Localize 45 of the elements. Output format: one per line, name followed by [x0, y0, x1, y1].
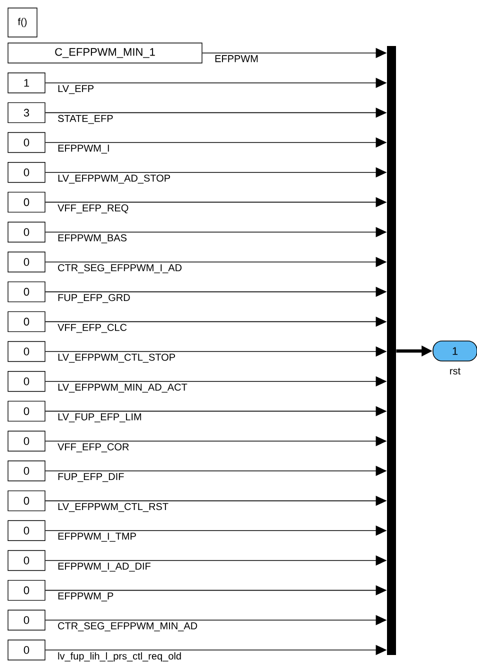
constant-block: 1 — [8, 72, 46, 94]
constant-block: 0 — [8, 550, 46, 571]
edge-label: VFF_EFP_CLC — [58, 324, 127, 333]
edge-label: VFF_EFP_REQ — [58, 204, 128, 214]
constant-block: 0 — [8, 460, 46, 482]
edge-label: lv_fup_lih_l_prs_ctl_req_old — [58, 652, 181, 662]
constant-block: 0 — [8, 640, 46, 660]
edge-label: LV_EFPPWM_CTL_STOP — [58, 354, 176, 363]
constant-block: 0 — [8, 311, 46, 332]
edge-label: LV_EFPPWM_CTL_RST — [58, 503, 168, 512]
constant-block: 0 — [8, 430, 46, 452]
constant-block: 0 — [8, 580, 46, 601]
constant-block: 0 — [8, 610, 46, 630]
edge-label: STATE_EFP — [58, 114, 113, 124]
edge-label: EFPPWM_P — [58, 592, 114, 602]
edge-label: CTR_SEG_EFPPWM_I_AD — [58, 264, 182, 274]
edge-label: LV_EFPPWM_MIN_AD_ACT — [58, 384, 188, 393]
constant-block: C_EFPPWM_MIN_1 — [8, 42, 202, 64]
edge-label: VFF_EFP_COR — [58, 443, 129, 452]
edge-label: LV_FUP_EFP_LIM — [58, 413, 142, 422]
edge-label: EFPPWM_I_AD_DIF — [58, 562, 150, 572]
edge-label: LV_EFP — [58, 85, 94, 94]
function-block: f() — [8, 8, 38, 38]
output-port: 1 — [432, 340, 477, 362]
constant-block: 0 — [8, 222, 46, 242]
edge-label: EFPPWM_I — [58, 144, 109, 154]
constant-block: 0 — [8, 281, 46, 302]
port-label: rst — [450, 368, 460, 374]
edge-label: FUP_EFP_GRD — [58, 294, 130, 303]
constant-block: 0 — [8, 192, 46, 213]
edge-label: FUP_EFP_DIF — [58, 473, 124, 482]
constant-block: 0 — [8, 371, 46, 392]
constant-block: 0 — [8, 341, 46, 362]
constant-block: 0 — [8, 132, 46, 153]
constant-block: 0 — [8, 520, 46, 541]
constant-block: 0 — [8, 162, 46, 183]
constant-block: 3 — [8, 102, 46, 124]
constant-block: 0 — [8, 490, 46, 512]
edge-label: CTR_SEG_EFPPWM_MIN_AD — [58, 622, 198, 632]
constant-block: 0 — [8, 252, 46, 272]
edge-label: EFPPWM_BAS — [58, 234, 127, 244]
edge-label: LV_EFPPWM_AD_STOP — [58, 174, 170, 184]
edge-label: EFPPWM — [215, 55, 258, 62]
edge-label: EFPPWM_I_TMP — [58, 532, 136, 542]
constant-block: 0 — [8, 400, 46, 422]
